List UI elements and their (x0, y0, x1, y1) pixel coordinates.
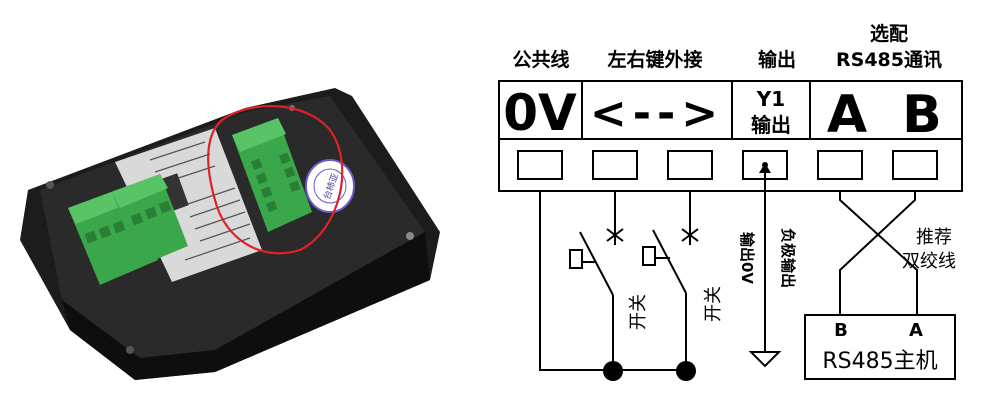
cell-0v: 0V (503, 84, 577, 142)
recommend-label: 推荐 (916, 227, 952, 248)
twisted-pair-label: 双绞线 (902, 251, 956, 272)
output-dot (762, 162, 768, 168)
switch-2-symbol (642, 191, 699, 340)
terminal-slots (517, 150, 938, 180)
terminal-block-highlighted (232, 118, 312, 232)
junction-dot (603, 361, 623, 381)
negative-output-label: 负极输出 (779, 228, 797, 288)
cell-b: B (902, 85, 942, 145)
cell-a: A (827, 85, 867, 145)
product-photo: 台柿亚 (20, 88, 440, 380)
host-terminal-b: B (834, 320, 848, 341)
cell-y1-output: 输出 (751, 113, 791, 137)
cell-y1: Y1 (756, 87, 785, 111)
header-left-right-keys: 左右键外接 (607, 48, 702, 71)
switch-1-symbol (569, 191, 624, 348)
label-text-lines (149, 141, 251, 261)
host-terminal-a: A (909, 320, 923, 341)
terminal-slot (817, 150, 863, 180)
rs485-host-box (804, 314, 956, 380)
screw-hole (126, 346, 134, 354)
terminal-slot (592, 150, 638, 180)
highlight-circle (207, 105, 344, 255)
terminal-slot (667, 150, 713, 180)
terminal-slot (517, 150, 563, 180)
terminal-slot (892, 150, 938, 180)
terminal-strip (498, 138, 963, 192)
switch-1-label: 开关 (628, 294, 649, 330)
header-common-line: 公共线 (512, 48, 569, 71)
switch-2-label: 开关 (703, 286, 724, 322)
brand-sticker-inner (313, 168, 347, 204)
device-bezel-edge (62, 232, 430, 380)
screw-hole (406, 232, 414, 240)
output-wire (748, 165, 782, 368)
host-name: RS485主机 (822, 349, 937, 374)
header-rs485-comm: RS485通讯 (836, 49, 942, 71)
terminal-block-middle (112, 174, 188, 266)
header-output: 输出 (758, 48, 796, 71)
screw-hole (46, 181, 54, 189)
header-optional: 选配 (870, 23, 908, 45)
twisted-pair-wires (839, 191, 918, 315)
output-0v-label: 输出0V (738, 232, 756, 284)
cell-arrows: <--> (590, 88, 724, 139)
junction-dot (676, 361, 696, 381)
wiring-diagram: 公共线 左右键外接 输出 选配 RS485通讯 0V <--> Y1 输出 A … (498, 23, 963, 381)
